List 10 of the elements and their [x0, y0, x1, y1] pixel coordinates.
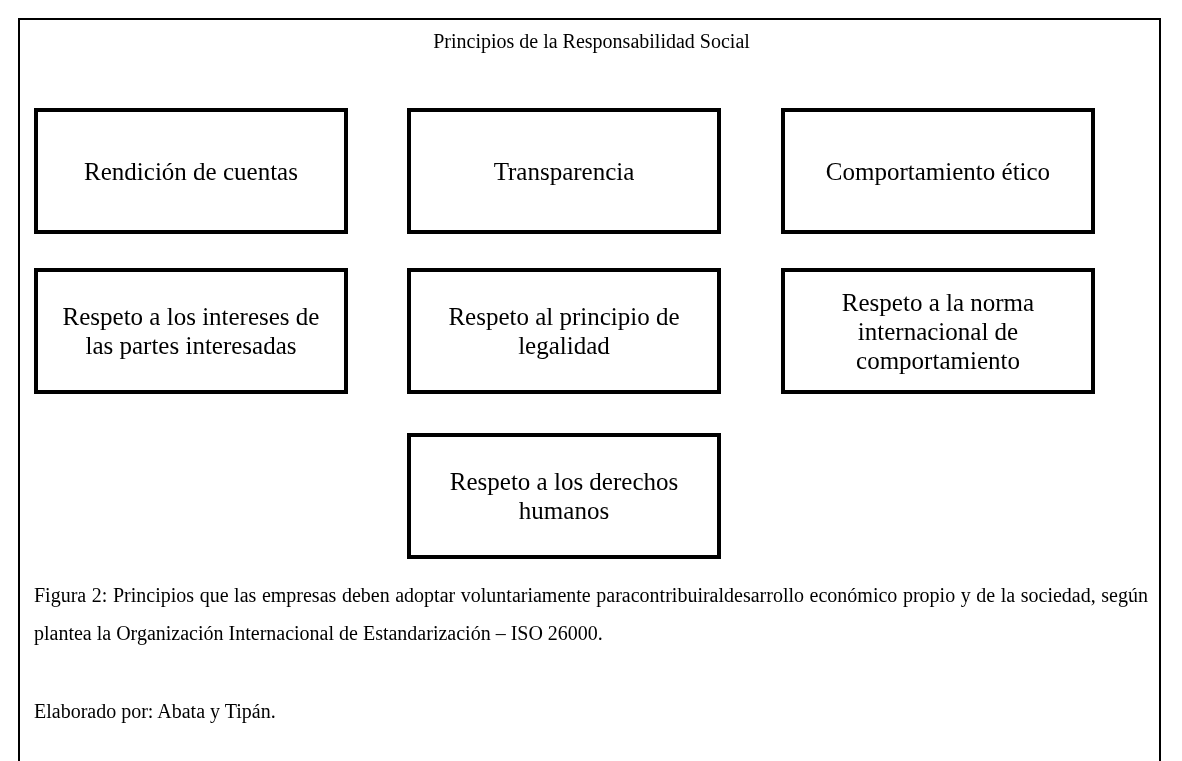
figure-caption: Figura 2: Principios que las empresas deben adoptar voluntariamente paracontribuiraldesarrollo económico propio y de la sociedad, según plantea la Organización Internacional de Estandarización – ISO 26000. [34, 583, 1148, 647]
diagram-title: Principios de la Responsabilidad Social [432, 30, 751, 53]
principle-box: Comportamiento ético [781, 108, 1095, 234]
principle-box: Rendición de cuentas [34, 108, 348, 234]
principle-box: Respeto a los intereses de las partes interesadas [34, 268, 348, 394]
principle-box: Respeto a la norma internacional de comportamiento [781, 268, 1095, 394]
credit-note: Elaborado por: Abata y Tipán. [34, 699, 276, 725]
principle-box: Respeto a los derechos humanos [407, 433, 721, 559]
principle-box: Transparencia [407, 108, 721, 234]
principle-box: Respeto al principio de legalidad [407, 268, 721, 394]
